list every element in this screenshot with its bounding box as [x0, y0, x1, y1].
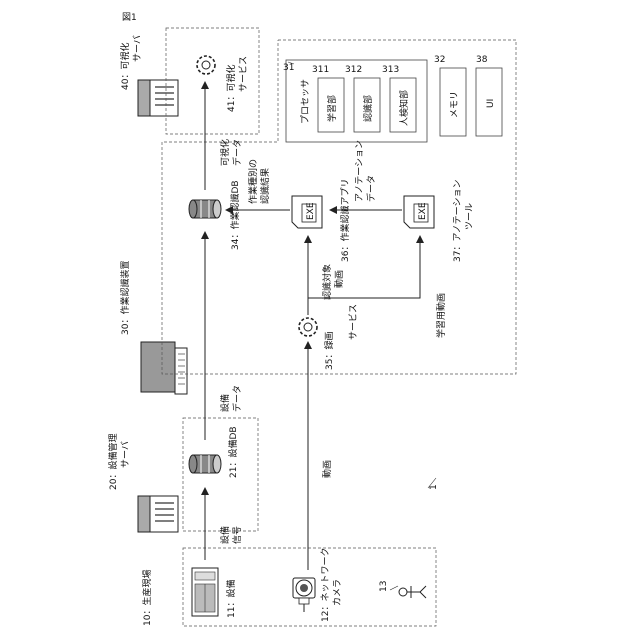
recording-label-2: サービス — [348, 304, 359, 340]
recognition-unit-num: 312 — [345, 65, 362, 75]
visualization-service-gear-icon — [197, 56, 215, 74]
equipment-data-label-2: データ — [231, 385, 243, 412]
tool-exe-label: EXE — [418, 202, 428, 220]
memory-label: メモリ — [450, 91, 460, 118]
visualization-data-label-2: データ — [231, 139, 243, 166]
equipment-icon — [192, 568, 218, 616]
tool-label-2: ツール — [465, 203, 475, 230]
target-video-label-1: 認識対象 — [321, 264, 333, 300]
annotation-data-label-1: アノテーション — [354, 140, 365, 202]
human-detection-num: 313 — [382, 65, 399, 75]
figure-label: 図1 — [122, 12, 137, 23]
learning-unit-num: 311 — [312, 65, 329, 75]
visualization-service-label-2: サービス — [238, 56, 249, 92]
work-db-label: 34：作業認識DB — [229, 180, 241, 250]
equipment-signal-label-1: 設備 — [219, 526, 231, 544]
target-video-label-2: 動画 — [334, 270, 345, 288]
annotation-data-label-2: データ — [365, 175, 377, 202]
equipment-server-box — [183, 418, 258, 531]
network-camera-icon — [293, 578, 315, 612]
recording-service-gear-icon — [299, 318, 317, 336]
human-detection-label: 人検知部 — [398, 90, 410, 126]
equipment-server-icon — [138, 496, 178, 532]
work-recognition-db-icon — [189, 200, 221, 218]
visualization-data-label-1: 可視化 — [219, 139, 231, 166]
equipment-db-icon — [189, 455, 221, 473]
app-label: 36：作業認識アプリ — [339, 179, 351, 262]
recognition-unit-label: 認識部 — [362, 95, 374, 122]
equipment-server-label-1: 20：設備管理 — [107, 434, 119, 490]
visualization-server-label-2: サーバ — [132, 35, 143, 62]
equipment-data-label-1: 設備 — [219, 394, 231, 412]
visualization-server-label-1: 40：可視化 — [119, 43, 131, 90]
camera-label-1: 12：ネットワーク — [320, 548, 331, 622]
person-leader-line — [390, 586, 398, 590]
camera-label-2: カメラ — [332, 579, 343, 606]
production-site-label: 10：生産現場 — [141, 570, 153, 626]
equipment-label: 11：設備 — [225, 580, 237, 618]
equipment-signal-label-2: 信号 — [231, 526, 243, 544]
video-label: 動画 — [322, 460, 333, 478]
ui-label: UI — [486, 99, 496, 108]
memory-num: 32 — [434, 55, 445, 65]
learning-video-label: 学習用動画 — [435, 293, 447, 338]
equipment-server-label-2: サーバ — [120, 441, 131, 468]
recording-label-1: 35：録画 — [323, 332, 335, 370]
laptop-icon — [141, 342, 187, 394]
visualization-server-icon — [138, 80, 178, 116]
ui-num: 38 — [476, 55, 488, 65]
processor-num: 31 — [283, 63, 294, 73]
equipment-db-label: 21：設備DB — [227, 426, 239, 478]
tool-label-1: 37：アノテーション — [452, 180, 463, 262]
person-label: 13 — [379, 581, 389, 592]
visualization-service-label-1: 41：可視化 — [225, 65, 237, 112]
recognition-result-label-2: 認識結果 — [259, 168, 271, 204]
recognition-result-label-1: 作業種別の — [247, 159, 259, 204]
app-exe-label: EXE — [306, 202, 316, 220]
processor-title: プロセッサ — [300, 79, 311, 124]
learning-unit-label: 学習部 — [326, 95, 338, 122]
recognition-device-label: 30：作業認識装置 — [119, 261, 131, 335]
worker-person-icon — [399, 586, 426, 598]
